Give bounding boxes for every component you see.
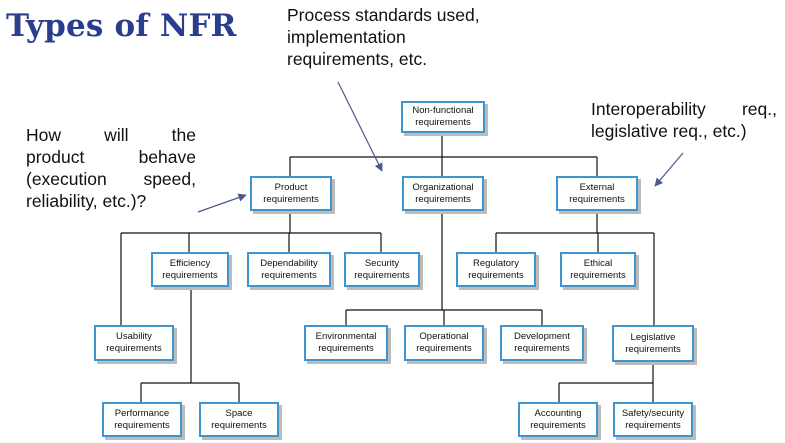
node-label: requirements (569, 193, 625, 205)
node-label: Performance (114, 407, 170, 419)
node-label: Dependability (260, 257, 318, 269)
node-label: requirements (106, 343, 162, 354)
node-label: requirements (570, 269, 626, 281)
node-label: Non-functional (412, 105, 474, 116)
node-label: External (579, 181, 615, 193)
node-label: requirements (415, 117, 471, 128)
annotation-line: requirements, etc. (287, 49, 428, 69)
node-label: Space (225, 407, 253, 419)
node-label: requirements (318, 343, 374, 354)
annotation-product: How will the product behave (execution s… (26, 124, 196, 212)
annotation-line: Interoperability req., (591, 99, 777, 119)
node-label: requirements (416, 343, 472, 354)
node-label: Efficiency (169, 257, 211, 269)
node-label: Usability (116, 331, 152, 342)
node-label: requirements (625, 419, 681, 431)
node-label: Safety/security (621, 407, 685, 419)
annotation-line: product behave (26, 147, 196, 167)
annotation-arrow (337, 81, 383, 172)
node-label: Legislative (630, 331, 676, 343)
node-label: requirements (625, 343, 681, 355)
node-label: Environmental (315, 331, 377, 342)
node-label: requirements (114, 419, 170, 431)
annotation-organizational: Process standards used, implementation r… (287, 4, 517, 70)
node-label: Regulatory (473, 257, 519, 269)
annotation-line: legislative req., etc.) (591, 121, 747, 141)
node-label: requirements (415, 193, 471, 205)
annotation-line: implementation (287, 27, 406, 47)
node-label: Operational (419, 331, 469, 342)
annotation-line: How will the (26, 125, 196, 145)
node-label: Organizational (412, 181, 474, 193)
annotation-line: (execution speed, (26, 169, 196, 189)
annotation-arrow (197, 193, 247, 213)
node-label: requirements (514, 343, 570, 354)
node-label: requirements (263, 193, 319, 205)
node-label: Product (274, 181, 308, 193)
node-label: requirements (162, 269, 218, 281)
node-label: Security (364, 257, 400, 269)
annotation-external: Interoperability req., legislative req.,… (591, 98, 777, 142)
annotation-arrow (654, 152, 684, 187)
node-label: Accounting (534, 407, 582, 419)
node-label: requirements (261, 269, 317, 281)
node-label: requirements (211, 419, 267, 431)
node-label: requirements (354, 269, 410, 281)
node-label: Development (514, 331, 570, 342)
node-label: requirements (530, 419, 586, 431)
node-label: Ethical (583, 257, 613, 269)
annotation-line: Process standards used, (287, 5, 480, 25)
annotation-line: reliability, etc.)? (26, 191, 147, 211)
node-label: requirements (468, 269, 524, 281)
page-title: Types of NFR (6, 8, 237, 44)
